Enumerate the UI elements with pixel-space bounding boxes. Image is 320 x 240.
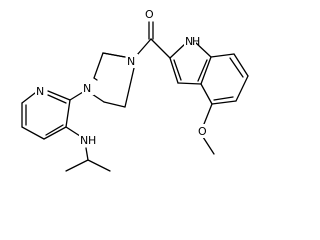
molecule-structure: O N H N N N N H O [21, 7, 249, 172]
bond-ch-to-me1 [65, 159, 89, 172]
atom-n-indole: N [185, 35, 193, 48]
bond-benz-2 [233, 53, 249, 77]
atom-n-pyridine: N [36, 85, 44, 98]
bond-carbonyl-to-indole-c2 [150, 38, 171, 59]
bond-ind-c3-c3a [177, 82, 202, 85]
bond-nh-to-ch [85, 147, 89, 161]
bond-pyr-6 [65, 99, 71, 128]
bond-pip-7 [102, 52, 126, 58]
bond-pyr-5b [45, 124, 64, 136]
bond-o-to-methyl [202, 136, 215, 155]
bond-benz-6 [197, 59, 208, 82]
bond-benz-4 [211, 100, 237, 105]
bond-pyr-1b [47, 94, 67, 104]
bond-ind-c2-c3 [169, 57, 179, 84]
bond-c4-to-o [203, 103, 213, 125]
bond-benz-5 [200, 83, 213, 105]
bond-pyr-5 [43, 126, 67, 140]
bond-pyr-4 [21, 126, 45, 140]
bond-benz-4b [213, 96, 234, 101]
atom-n-amine: N [80, 134, 88, 147]
atom-labels: O N H N N N N H O [35, 7, 209, 147]
bond-pyr-1 [47, 90, 71, 101]
bond-ind-c3a-c7a [200, 56, 212, 85]
bond-pip-5 [103, 101, 126, 108]
bond-benz-1 [210, 53, 235, 58]
atom-n-piperazine-top: N [127, 55, 135, 68]
bond-benz-2b [229, 57, 244, 78]
atom-o-carbonyl: O [145, 8, 154, 21]
atom-o-methoxy: O [198, 125, 207, 138]
atom-h-indole: H [192, 35, 200, 48]
bond-benz-3 [235, 75, 249, 102]
bond-pyr-to-nh [65, 126, 81, 137]
bond-pip-3 [93, 77, 98, 81]
atom-h-amine: H [88, 134, 96, 147]
bond-ind-c2-c3b [173, 59, 182, 81]
atom-n-piperazine-bottom: N [83, 82, 91, 95]
bond-ind-n-c7a [195, 42, 212, 58]
bond-pip-2 [93, 52, 104, 79]
bond-pip-n-to-pyridine [69, 91, 84, 101]
bond-pip-6 [124, 67, 135, 108]
bond-carbonyl-to-piperazine-n [136, 38, 152, 56]
bond-ch-to-me2 [87, 159, 111, 172]
bond-pyr-2 [21, 92, 36, 104]
bonds [21, 21, 249, 172]
bond-ind-c2-n [169, 42, 187, 59]
